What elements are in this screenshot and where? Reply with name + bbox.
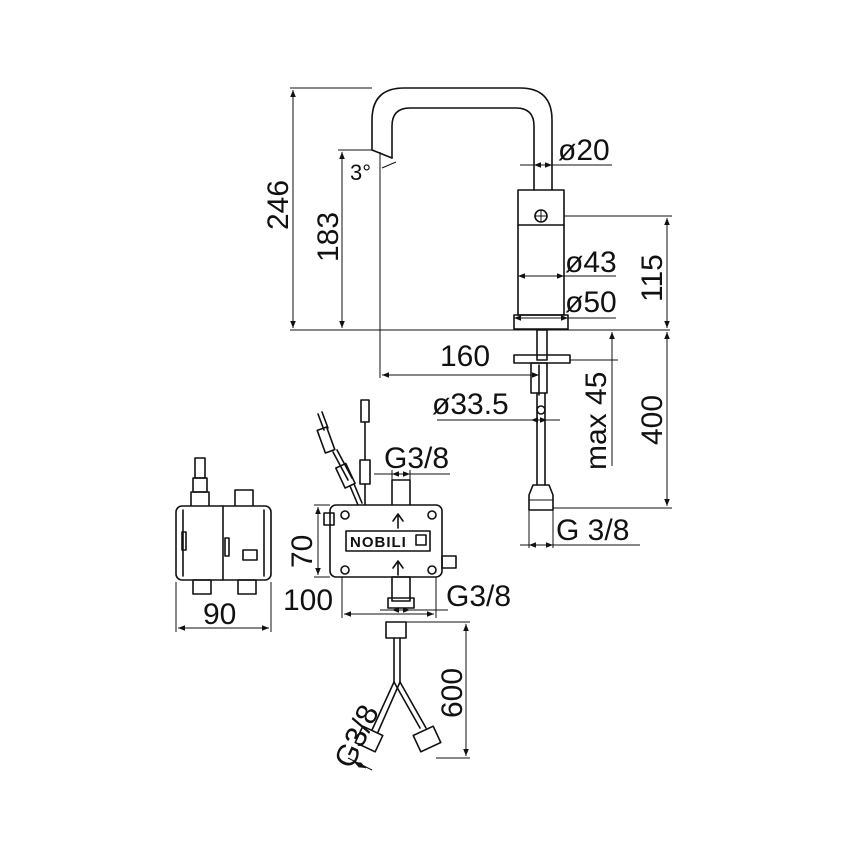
dim-height-spout: 183 (312, 212, 345, 262)
dim-shank-diameter: ø33.5 (432, 388, 509, 421)
brand-logo: NOBILI (350, 534, 407, 551)
faucet-elevation (290, 87, 670, 511)
faucet-body (517, 189, 565, 316)
box-body (329, 504, 443, 578)
dim-body-upper-diameter: ø43 (565, 246, 617, 279)
dim-max-deck: max 45 (580, 372, 613, 470)
spout-tip (371, 149, 393, 159)
dim-box-height: 70 (286, 535, 319, 568)
dim-supply-thread: G 3/8 (556, 514, 629, 547)
dim-side-width: 90 (203, 598, 236, 631)
dim-body-height: 115 (636, 254, 669, 302)
dim-spout-diameter: ø20 (558, 134, 610, 167)
hose-nut-right (412, 725, 442, 753)
bottom-outlet (391, 576, 411, 602)
supply-nut (528, 484, 554, 511)
control-box-side (175, 457, 272, 595)
control-box-dimensions: G3/8 70 100 G3/8 (283, 442, 511, 618)
hose-nut-left (354, 725, 384, 753)
control-box-front: NOBILI (316, 399, 457, 609)
spout-outer (371, 87, 553, 191)
faucet-dimensions: 246 183 3° ø20 ø43 ø50 115 160 ø33.5 (262, 87, 672, 548)
dim-box-bottom-thread: G3/8 (446, 580, 511, 613)
dim-reach: 160 (440, 340, 490, 373)
dim-supply-length: 400 (636, 395, 669, 445)
cable-connector (316, 426, 336, 454)
dim-hose-thread: G3/8 (328, 700, 385, 773)
y-hose (354, 621, 442, 753)
dim-box-top-thread: G3/8 (384, 442, 449, 475)
dim-hose-length: 600 (436, 668, 469, 718)
dim-angle: 3° (350, 160, 371, 185)
faucet-base (513, 314, 569, 330)
spout-inner (391, 107, 535, 191)
side-dimensions: 90 (175, 582, 272, 632)
dim-height-total: 246 (262, 180, 295, 230)
dim-body-base-diameter: ø50 (565, 286, 617, 319)
logo-plate (345, 530, 431, 552)
dim-box-width: 100 (283, 584, 333, 617)
top-inlet (391, 479, 411, 507)
fixing-plate (513, 354, 571, 364)
